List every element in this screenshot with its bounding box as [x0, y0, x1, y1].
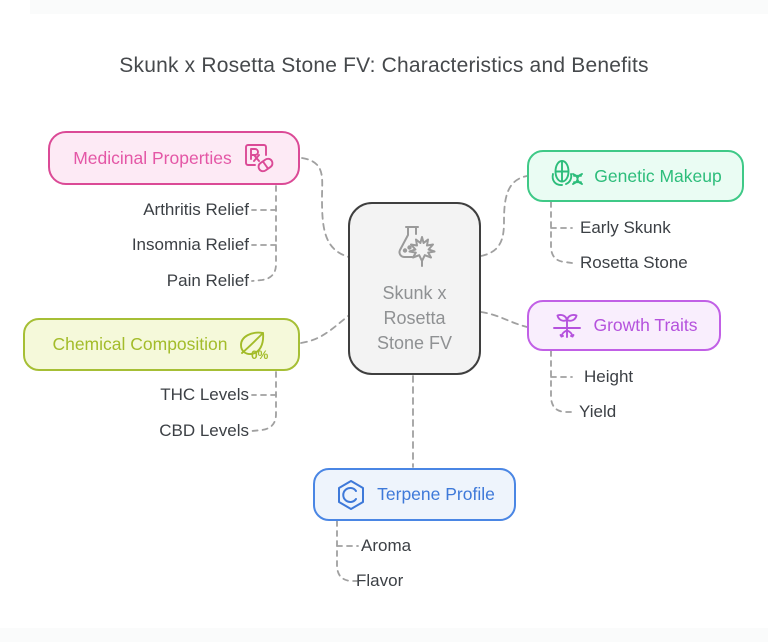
branch-genetic-makeup[interactable]: Genetic Makeup: [527, 150, 744, 202]
wire-medicinal-children: [251, 185, 277, 282]
branch-label: Chemical Composition: [52, 334, 228, 354]
wire-medicinal-to-center: [301, 157, 350, 258]
central-label-line-2: Rosetta: [383, 308, 446, 328]
branch-chemical-composition[interactable]: Chemical Composition 0%: [23, 318, 300, 371]
child-yield[interactable]: Yield: [579, 402, 617, 421]
branch-label: Growth Traits: [593, 315, 698, 335]
branch-growth-traits[interactable]: Growth Traits: [527, 300, 721, 351]
central-label-line-3: Stone FV: [376, 333, 453, 353]
child-height[interactable]: Height: [584, 367, 634, 386]
wire-chemical-children: [251, 371, 277, 432]
flask-cannabis-icon: [388, 221, 442, 273]
child-thc-levels[interactable]: THC Levels: [160, 385, 249, 404]
child-cbd-levels[interactable]: CBD Levels: [159, 421, 249, 440]
central-node[interactable]: Skunk x Rosetta Stone FV: [348, 202, 481, 375]
prescription-pill-icon: [241, 141, 275, 175]
hexagon-c-icon: [334, 478, 368, 512]
branch-label: Medicinal Properties: [73, 147, 232, 168]
branch-label: Terpene Profile: [377, 484, 495, 504]
wire-genetic-children: [550, 201, 573, 264]
child-early-skunk[interactable]: Early Skunk: [580, 218, 671, 237]
wire-center-to-growth: [480, 311, 528, 328]
svg-text:0%: 0%: [251, 348, 269, 362]
child-rosetta-stone[interactable]: Rosetta Stone: [580, 253, 688, 272]
child-flavor[interactable]: Flavor: [356, 571, 404, 590]
wire-growth-children: [550, 350, 572, 413]
child-pain-relief[interactable]: Pain Relief: [166, 271, 249, 290]
wire-terpene-children: [336, 520, 358, 582]
wire-center-to-genetic: [480, 175, 528, 257]
central-node-label: Skunk x Rosetta Stone FV: [377, 281, 452, 356]
branch-medicinal-properties[interactable]: Medicinal Properties: [48, 131, 300, 185]
leaf-percent-icon: 0%: [237, 328, 271, 362]
branch-terpene-profile[interactable]: Terpene Profile: [313, 468, 516, 521]
central-label-line-1: Skunk x: [382, 283, 447, 303]
bottom-edge-strip: [0, 628, 768, 642]
wire-chemical-to-center: [300, 315, 349, 344]
child-aroma[interactable]: Aroma: [361, 536, 412, 555]
seedling-roots-icon: [550, 309, 584, 343]
top-edge-strip: [30, 0, 768, 14]
diagram-title: Skunk x Rosetta Stone FV: Characteristic…: [119, 54, 649, 77]
child-insomnia-relief[interactable]: Insomnia Relief: [131, 235, 249, 254]
corn-dna-icon: [549, 158, 585, 194]
child-arthritis-relief[interactable]: Arthritis Relief: [143, 200, 249, 219]
branch-label: Genetic Makeup: [594, 165, 722, 186]
